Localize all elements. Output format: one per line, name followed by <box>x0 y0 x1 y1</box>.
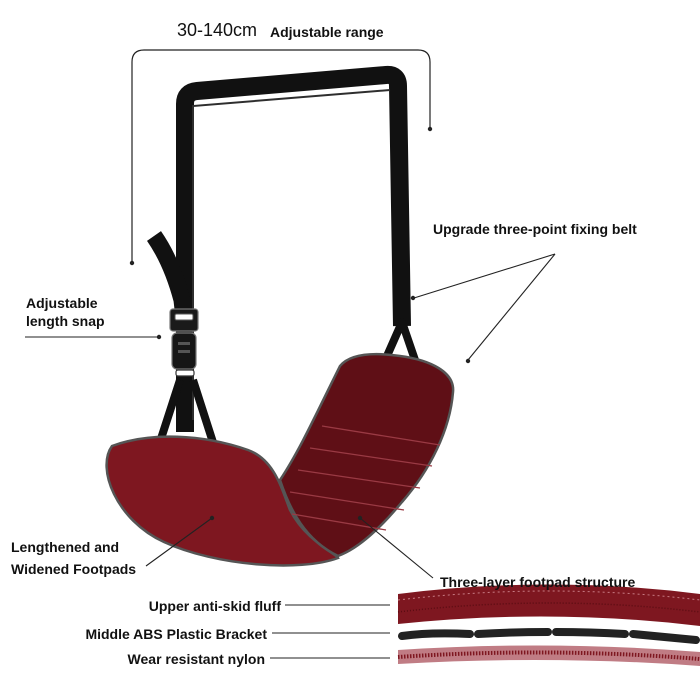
fixing-belt-label: Upgrade three-point fixing belt <box>433 221 637 237</box>
leader-dot <box>156 334 162 340</box>
layer-label-middle: Middle ABS Plastic Bracket <box>85 626 267 642</box>
length-snap-label-line2: length snap <box>26 313 105 329</box>
layer-nylon <box>397 645 700 666</box>
leader-dot <box>357 515 363 521</box>
footpads-label-line1: Lengthened and <box>11 539 120 555</box>
layer-label-upper: Upper anti-skid fluff <box>148 598 281 614</box>
footpads-label-line2: Widened Footpads <box>11 561 137 577</box>
length-snap-buckle <box>169 308 199 377</box>
layer-upper-fluff <box>397 584 700 626</box>
range-label: Adjustable range <box>270 24 384 40</box>
layer-label-bottom: Wear resistant nylon <box>127 651 265 667</box>
leader-dot <box>465 358 471 364</box>
bracket-end-dot <box>129 260 135 266</box>
length-snap-label-line1: Adjustable <box>26 295 98 311</box>
structure-label: Three-layer footpad structure <box>440 574 636 590</box>
leader-dot <box>209 515 215 521</box>
leader-lines <box>25 253 556 659</box>
leader-dot <box>410 295 416 301</box>
strap-tail <box>146 231 193 319</box>
bracket-end-dot <box>427 126 433 132</box>
right-triangle-strap <box>383 318 419 364</box>
adjustable-range-bracket <box>131 49 431 262</box>
range-value: 30-140cm <box>177 20 258 40</box>
footpad-quilting <box>289 425 441 531</box>
right-footpad <box>278 352 455 558</box>
strap-loop <box>176 65 411 432</box>
layer-abs-bracket <box>398 628 700 644</box>
